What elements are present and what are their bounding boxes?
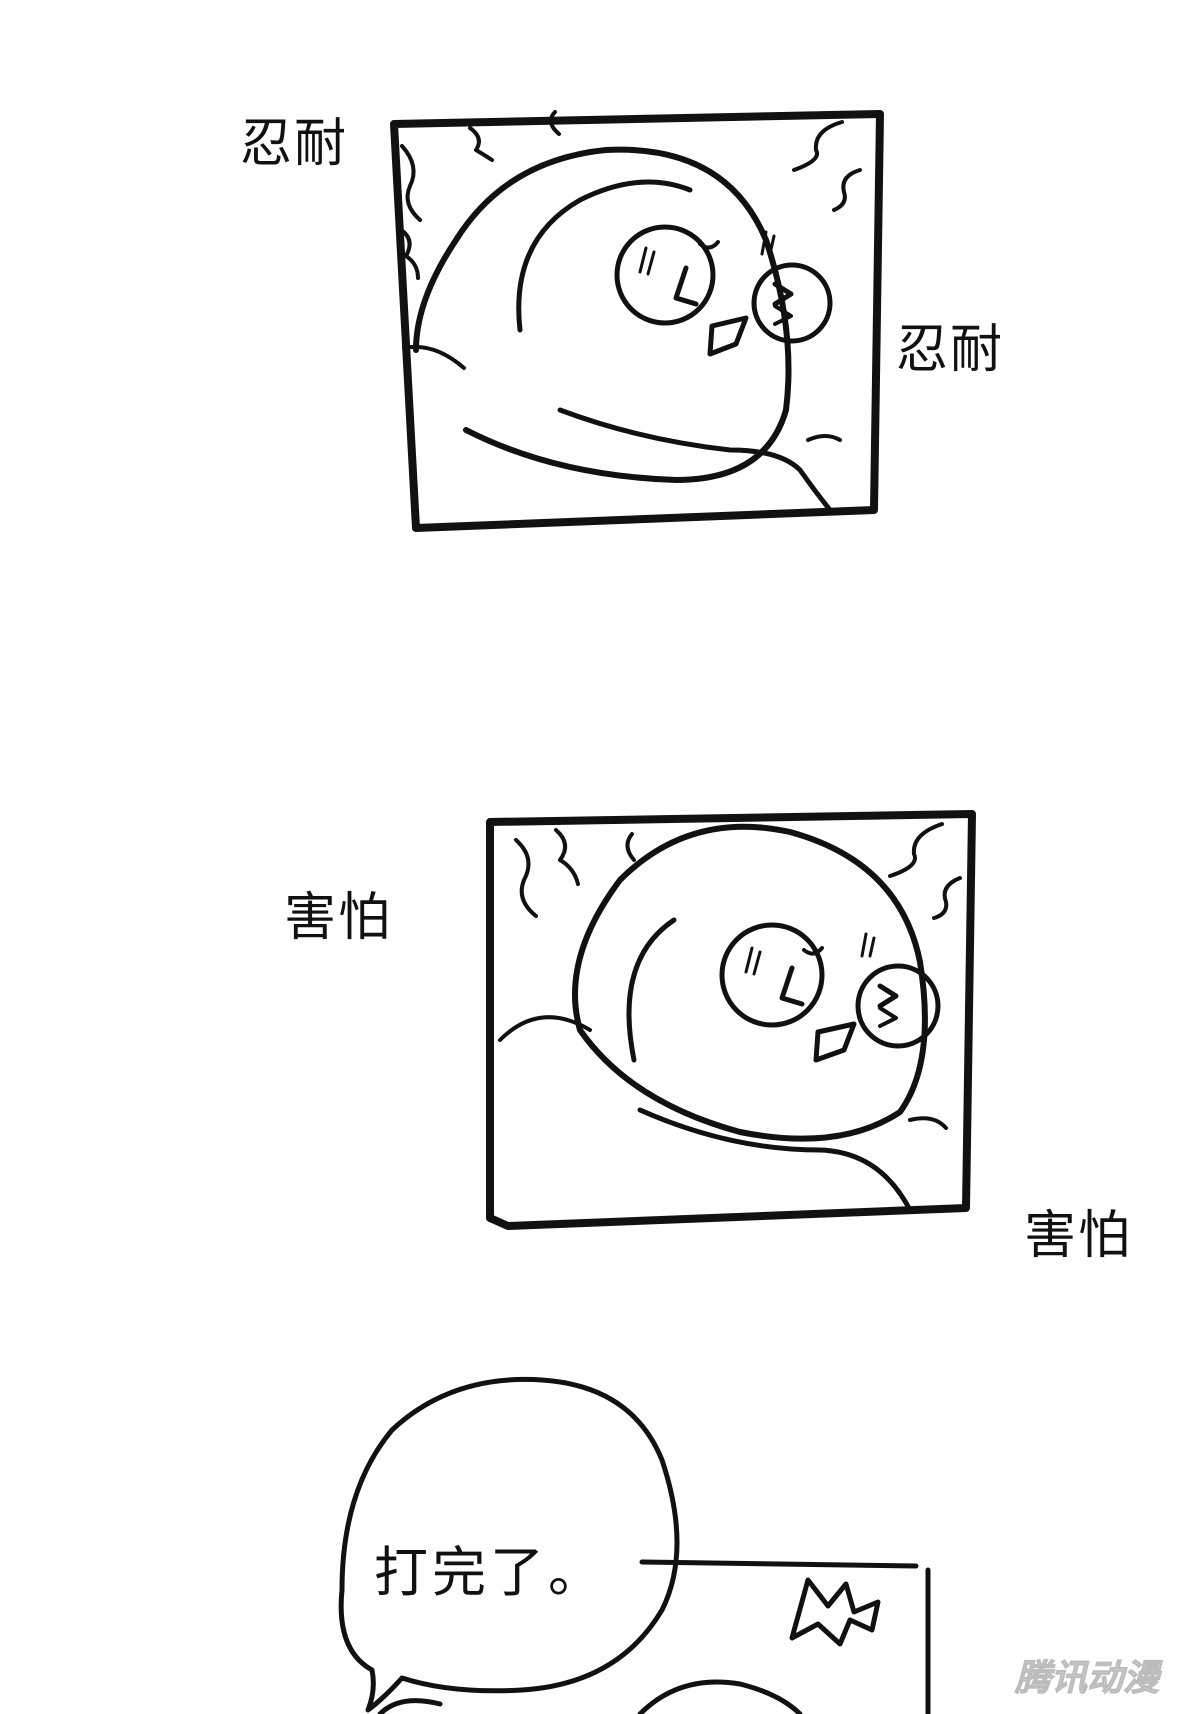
beak-1 [707, 315, 749, 357]
eye-right-2 [855, 963, 941, 1049]
beak-2 [813, 1021, 857, 1063]
panel-1-frame [390, 110, 884, 532]
eye-right-1 [751, 262, 833, 344]
speech-bubble-text: 打完了。 [374, 1541, 606, 1604]
eye-left-2 [719, 922, 825, 1028]
burst-mark [789, 1577, 881, 1647]
panel-2-caption-right: 害怕 [1024, 1206, 1133, 1266]
speech-bubble [338, 1376, 680, 1713]
bird-body-1 [413, 146, 792, 483]
eye-left-1 [614, 224, 716, 326]
svg-text:腾讯动漫: 腾讯动漫 [1014, 1658, 1163, 1699]
panel-1-caption-left: 忍耐 [240, 114, 349, 174]
panel-2-caption-left: 害怕 [284, 888, 393, 948]
panel-2-frame [486, 810, 976, 1230]
bird-body-2 [572, 823, 928, 1142]
panel-1-caption-right: 忍耐 [896, 320, 1005, 380]
watermark-logo: 腾讯动漫 [1013, 1658, 1163, 1700]
